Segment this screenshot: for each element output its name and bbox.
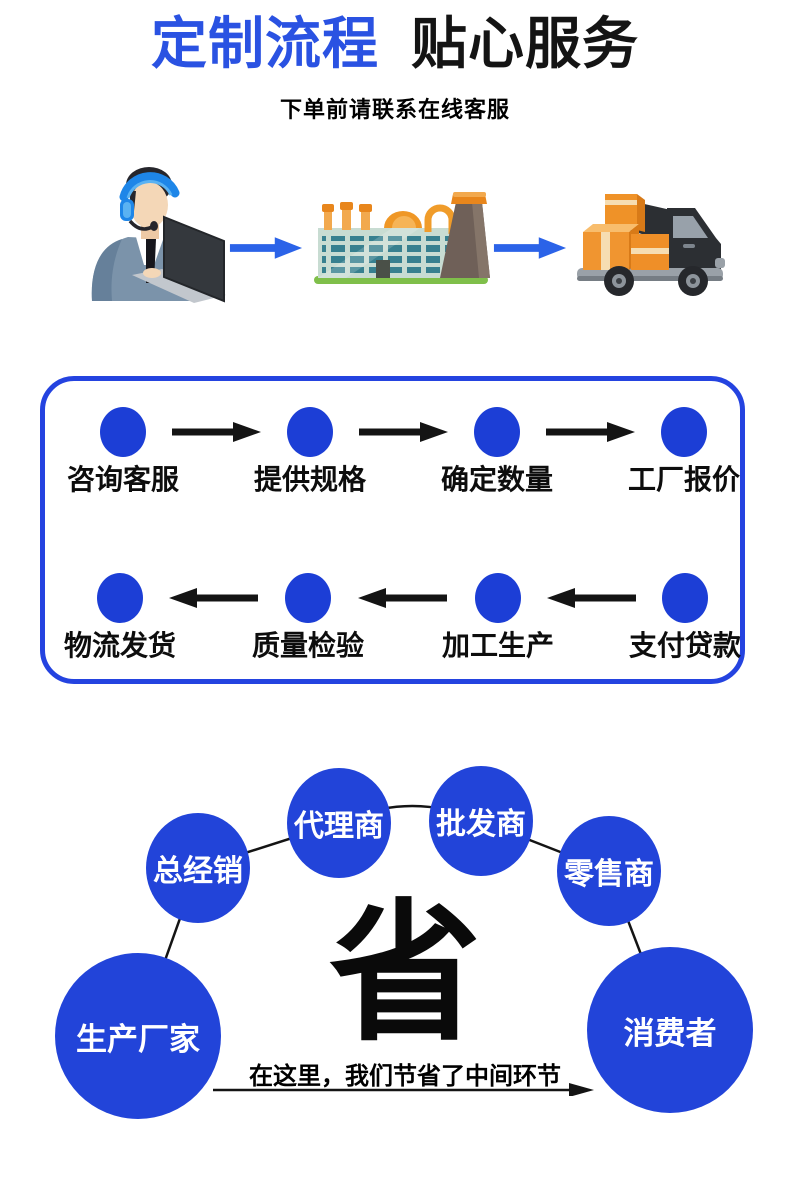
chain-node-consumer: 消费者 xyxy=(587,947,753,1113)
step-dot xyxy=(100,407,146,457)
step-dot xyxy=(662,573,708,623)
chain-node-producer: 生产厂家 xyxy=(55,953,221,1119)
step-label: 质量检验 xyxy=(251,630,364,661)
step-label: 物流发货 xyxy=(63,630,176,661)
step-label: 加工生产 xyxy=(441,630,554,661)
arrow-right-icon xyxy=(493,237,567,259)
arrow-right-icon xyxy=(229,237,303,259)
arrow-left-icon xyxy=(358,588,447,608)
step-label: 确定数量 xyxy=(440,464,553,495)
title-rest: 贴心服务 xyxy=(411,12,639,75)
chain-node-retailer: 零售商 xyxy=(557,816,661,926)
factory-icon xyxy=(314,192,490,284)
step-label: 支付贷款 xyxy=(628,630,741,661)
arrow-right-icon xyxy=(359,422,448,442)
step-dot xyxy=(661,407,707,457)
chain-node-wholesaler: 批发商 xyxy=(429,766,533,876)
step-dot xyxy=(475,573,521,623)
chain-node-distributor: 总经销 xyxy=(146,813,250,923)
step-label: 咨询客服 xyxy=(66,464,179,495)
title-accent: 定制流程 xyxy=(151,12,379,75)
customer-service-agent-icon xyxy=(91,167,226,303)
arrow-right-icon xyxy=(546,422,635,442)
page-subtitle: 下单前请联系在线客服 xyxy=(279,97,510,122)
step-dot xyxy=(474,407,520,457)
arrow-right-icon xyxy=(172,422,261,442)
save-character: 省 xyxy=(329,889,481,1059)
page-title: 定制流程贴心服务 xyxy=(0,12,790,76)
arrow-left-icon xyxy=(169,588,258,608)
arrow-right-icon xyxy=(213,1083,594,1096)
step-dot xyxy=(287,407,333,457)
step-label: 提供规格 xyxy=(253,464,366,495)
step-label: 工厂报价 xyxy=(627,464,740,495)
step-dot xyxy=(285,573,331,623)
process-flow-box: 咨询客服 提供规格 确定数量 工厂报价 物流发货 质量检验 加工生产 支付贷款 xyxy=(40,376,745,684)
chain-caption: 在这里，我们节省了中间环节 xyxy=(249,1063,561,1090)
arrow-left-icon xyxy=(547,588,636,608)
chain-node-agent: 代理商 xyxy=(287,768,391,878)
delivery-truck-icon xyxy=(577,194,725,296)
step-dot xyxy=(97,573,143,623)
